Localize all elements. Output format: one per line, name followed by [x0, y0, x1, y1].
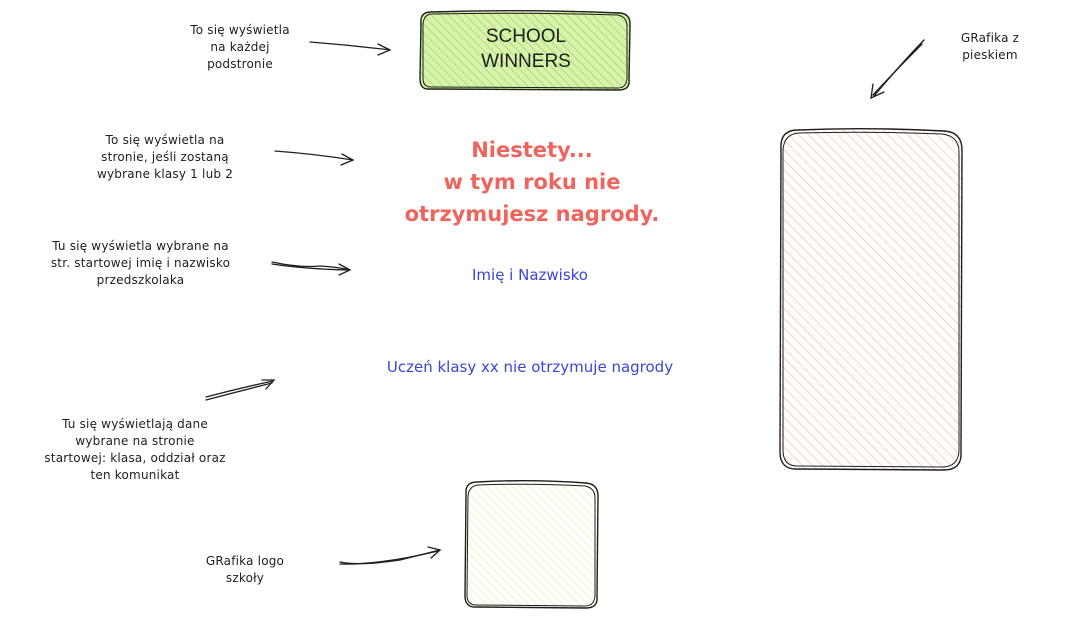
no-award-headline: Niestety... w tym roku nie otrzymujesz n…	[404, 138, 660, 226]
annotation-dog-image: GRafika z pieskiem	[960, 31, 1020, 62]
header-box	[419, 10, 631, 91]
student-name: Imię i Nazwisko	[471, 266, 588, 284]
arrow-to-headline	[274, 150, 355, 166]
app-title: SCHOOL WINNERS	[481, 26, 571, 72]
arrow-to-class-message	[205, 379, 276, 401]
annotation-student-name: Tu się wyświetla wybrane na str. startow…	[50, 239, 231, 287]
annotation-every-subpage: To się wyświetla na każdej podstronie	[190, 23, 290, 71]
arrow-to-name	[271, 261, 352, 276]
annotation-class-1-or-2: To się wyświetla na stronie, jeśli zosta…	[96, 133, 234, 181]
dog-image-placeholder	[779, 128, 963, 471]
class-message: Uczeń klasy xx nie otrzymuje nagrody	[386, 358, 674, 376]
arrow-to-header	[309, 41, 392, 56]
annotation-class-data: Tu się wyświetlają dane wybrane na stron…	[44, 417, 226, 482]
annotation-logo: GRafika logo szkoły	[205, 554, 285, 585]
school-logo-placeholder	[464, 480, 599, 609]
arrow-to-logo	[339, 546, 442, 565]
arrow-to-dog-image	[870, 39, 925, 100]
